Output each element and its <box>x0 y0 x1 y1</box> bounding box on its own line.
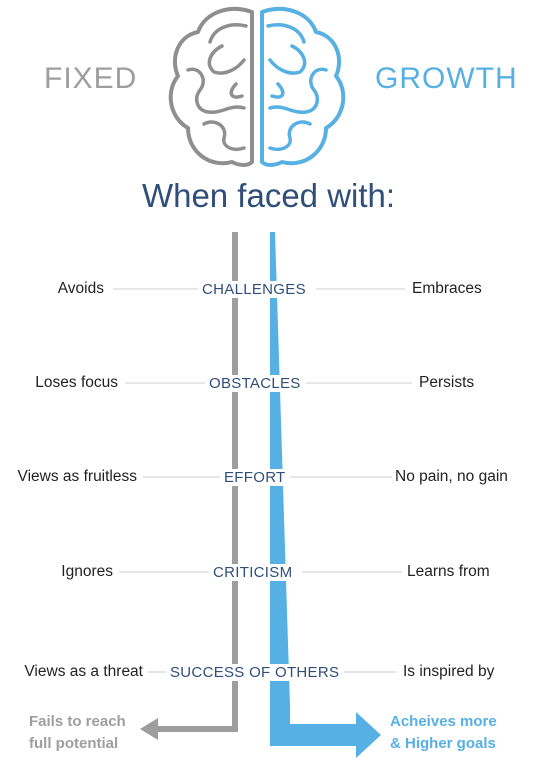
fixed-title: FIXED <box>44 62 138 95</box>
brain-icon <box>168 6 346 167</box>
growth-response: No pain, no gain <box>395 468 508 485</box>
growth-outcome: Acheives more & Higher goals <box>390 711 497 755</box>
fixed-outcome-line: Fails to reach <box>29 713 126 730</box>
fixed-brain-hemisphere <box>168 6 254 167</box>
situation-label: SUCCESS OF OTHERS <box>166 664 344 681</box>
fixed-response: Ignores <box>61 563 113 580</box>
growth-title: GROWTH <box>375 62 518 95</box>
situation-label: CRITICISM <box>209 564 297 581</box>
fixed-outcome: Fails to reach full potential <box>29 711 126 755</box>
growth-outcome-line: & Higher goals <box>390 735 496 752</box>
growth-response: Embraces <box>412 280 482 297</box>
growth-path-arrow <box>270 232 381 758</box>
growth-response: Is inspired by <box>403 663 495 680</box>
growth-outcome-line: Acheives more <box>390 713 497 730</box>
situation-label: EFFORT <box>220 469 290 486</box>
fixed-response: Avoids <box>57 280 104 297</box>
fixed-response: Loses focus <box>35 374 118 391</box>
when-faced-with-heading: When faced with: <box>141 177 396 214</box>
growth-response: Learns from <box>407 563 490 580</box>
fixed-response: Views as a threat <box>24 663 143 680</box>
row-connectors <box>113 288 412 673</box>
fixed-outcome-line: full potential <box>29 735 119 752</box>
situation-label: OBSTACLES <box>205 375 305 392</box>
growth-brain-hemisphere <box>260 6 346 167</box>
fixed-response: Views as fruitless <box>17 468 137 485</box>
situation-label: CHALLENGES <box>198 281 310 298</box>
growth-response: Persists <box>419 374 475 391</box>
